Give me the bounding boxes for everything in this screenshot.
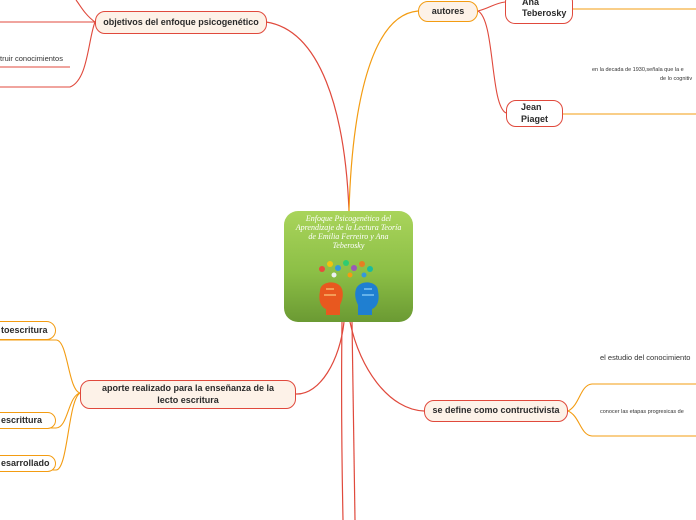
node-objetivos-label: objetivos del enfoque psicogenético bbox=[103, 17, 259, 28]
branch-aporte bbox=[296, 322, 344, 394]
two-heads-ideas-illustration-icon bbox=[312, 259, 386, 323]
node-autores-label: autores bbox=[432, 6, 465, 17]
branch-autores bbox=[349, 11, 418, 211]
leaf-piaget-desc-2[interactable]: de lo cognitiv bbox=[660, 76, 692, 83]
node-escritura-label: escrittura bbox=[1, 415, 42, 426]
node-aporte[interactable]: aporte realizado para la enseñanza de la… bbox=[80, 380, 296, 409]
node-ana-label: Ana Teberosky bbox=[522, 0, 566, 19]
leaf-construir[interactable]: truir conocimientos bbox=[0, 54, 63, 63]
node-aporte-label: aporte realizado para la enseñanza de la… bbox=[93, 383, 283, 406]
branch-down-1 bbox=[342, 322, 343, 520]
node-jean-piaget[interactable]: Jean Piaget bbox=[506, 100, 563, 127]
node-autoescritura[interactable]: toescritura bbox=[0, 321, 56, 340]
leaf-estudio[interactable]: el estudio del conocimiento bbox=[600, 353, 690, 362]
node-define-label: se define como contructivista bbox=[432, 405, 559, 416]
node-desarrollado[interactable]: esarrollado bbox=[0, 455, 56, 472]
node-autoescritura-label: toescritura bbox=[1, 325, 48, 336]
node-objetivos[interactable]: objetivos del enfoque psicogenético bbox=[95, 11, 267, 34]
node-desarrollado-label: esarrollado bbox=[1, 458, 50, 469]
node-ana-teberosky[interactable]: Ana Teberosky bbox=[505, 0, 573, 24]
node-escritura[interactable]: escrittura bbox=[0, 412, 56, 429]
branch-objetivos bbox=[266, 22, 349, 211]
branch-define bbox=[350, 322, 424, 411]
node-define[interactable]: se define como contructivista bbox=[424, 400, 568, 422]
node-jean-label: Jean Piaget bbox=[521, 102, 548, 125]
central-topic[interactable]: Enfoque Psicogenético del Aprendizaje de… bbox=[284, 211, 413, 322]
central-title: Enfoque Psicogenético del Aprendizaje de… bbox=[284, 215, 413, 251]
leaf-etapas[interactable]: conocer las etapas progresicas de bbox=[600, 409, 684, 416]
branch-down-2 bbox=[352, 322, 355, 520]
leaf-piaget-desc-1[interactable]: en la decada de 1930,señala que la e bbox=[592, 67, 684, 74]
node-autores[interactable]: autores bbox=[418, 1, 478, 22]
